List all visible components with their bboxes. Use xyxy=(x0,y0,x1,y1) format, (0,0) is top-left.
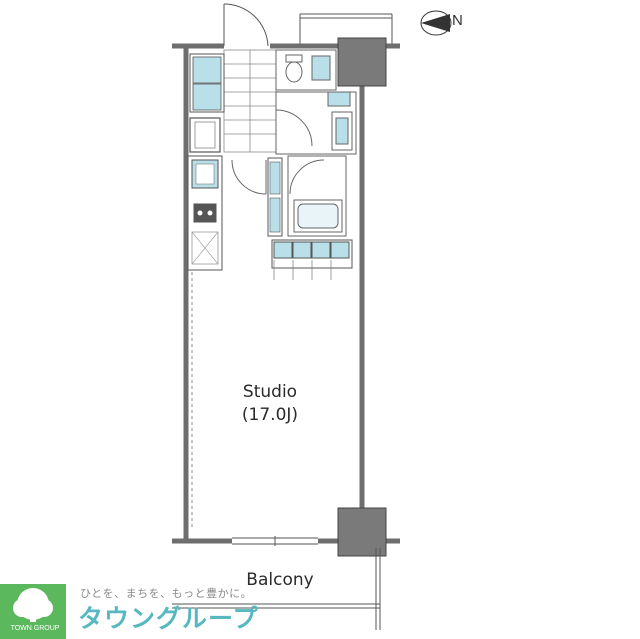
closet xyxy=(267,157,283,237)
balcony-label: Balcony xyxy=(246,570,314,590)
north-arrow-icon xyxy=(420,10,452,36)
town-group-logo xyxy=(0,584,66,639)
storage-cabinet xyxy=(271,239,353,280)
balcony-window xyxy=(232,536,318,546)
top-railing xyxy=(299,13,393,44)
kitchen xyxy=(187,155,223,271)
shoe-cabinet xyxy=(189,53,225,113)
logo-tagline: ひとを、まちを、もっと豊かに。 xyxy=(80,587,253,600)
stove-icon xyxy=(193,203,217,223)
balcony-railing xyxy=(172,548,381,630)
washroom xyxy=(275,91,357,155)
toilet-icon xyxy=(285,61,303,83)
logo-name: タウングループ xyxy=(78,604,259,633)
studio-size-label: (17.0J) xyxy=(241,405,299,425)
north-label: N xyxy=(452,12,463,29)
column-top xyxy=(337,37,387,87)
entrance-door-icon xyxy=(223,3,269,47)
bathroom xyxy=(287,155,347,237)
fridge-space xyxy=(189,117,221,153)
hall-door-icon xyxy=(231,159,267,195)
column-bottom xyxy=(337,507,387,557)
entry-hall xyxy=(223,49,277,153)
studio-label: Studio xyxy=(242,382,298,402)
logo-subtitle: TOWN GROUP xyxy=(10,625,60,632)
outer-walls xyxy=(172,43,400,544)
toilet-room xyxy=(275,49,337,91)
